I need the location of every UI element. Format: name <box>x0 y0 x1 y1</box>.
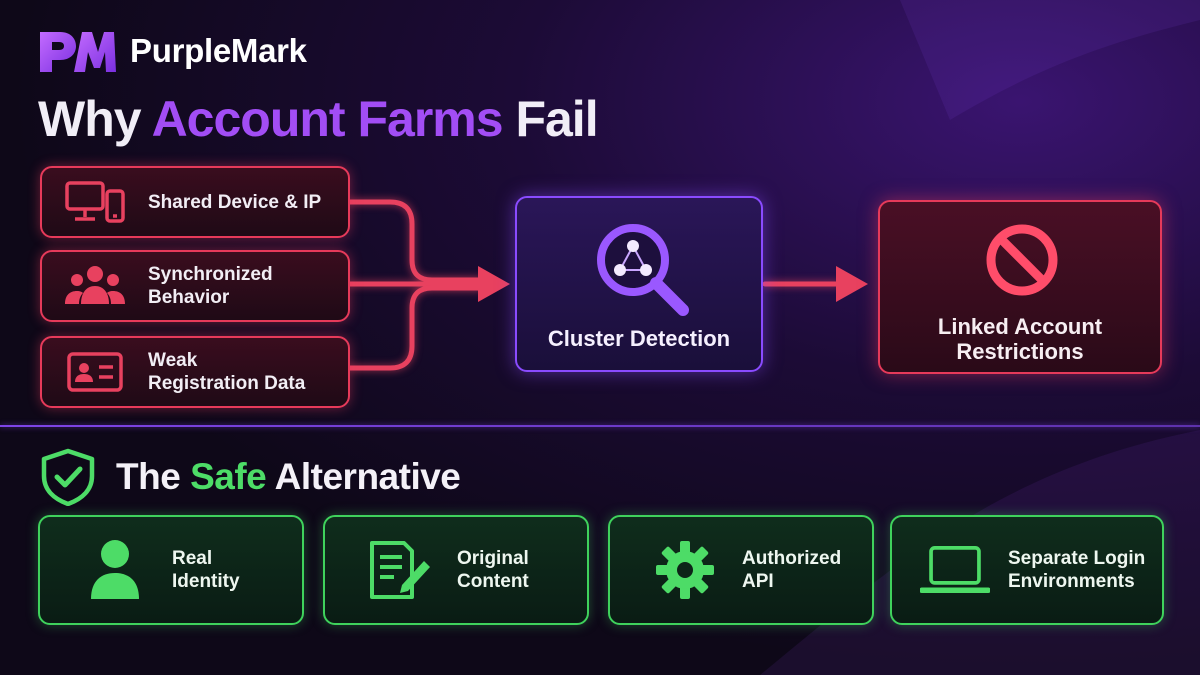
arrowhead-to-restrictions <box>836 266 868 302</box>
brand-name: PurpleMark <box>130 32 307 69</box>
shield-check-icon <box>41 448 95 506</box>
safe-title: The Safe Alternative <box>116 456 461 497</box>
devices-icon <box>64 179 126 225</box>
document-pen-icon <box>365 539 435 601</box>
input-shared-device: Shared Device & IP <box>40 166 350 238</box>
headline: Why Account Farms Fail <box>38 91 599 147</box>
arrowhead-to-cluster <box>478 266 510 302</box>
laptop-icon <box>920 542 990 598</box>
input-label: Shared Device & IP <box>148 191 322 213</box>
headline-accent: Account Farms <box>151 91 504 147</box>
person-icon <box>80 539 150 601</box>
users-group-icon <box>64 264 126 308</box>
connector-weak-data <box>347 285 483 371</box>
cluster-detection-box: Cluster Detection <box>515 196 763 372</box>
safe-alternative-heading: The Safe Alternative <box>40 448 461 506</box>
pm-monogram-icon <box>40 32 116 72</box>
prohibited-icon <box>986 224 1058 296</box>
safe-title-accent: Safe <box>190 456 267 497</box>
cluster-label: Cluster Detection <box>547 326 731 351</box>
connector-shared-device <box>347 199 483 283</box>
gear-icon <box>650 539 720 601</box>
magnifier-network-icon <box>597 224 689 316</box>
section-divider <box>0 425 1200 427</box>
id-card-icon <box>64 351 126 393</box>
brand: PurpleMark <box>38 28 307 74</box>
headline-rest: Fail <box>515 91 598 147</box>
